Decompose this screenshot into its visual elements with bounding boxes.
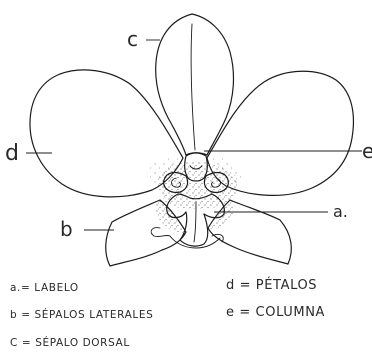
labellum-tendril-left [151,228,170,237]
label-b: b [60,217,73,241]
label-c: c [127,27,138,51]
legend-d: d = PÉTALOS [226,277,317,293]
label-a: a. [333,202,348,221]
legend: a.= LABELO b = SÉPALOS LATERALES C = SÉP… [10,277,325,349]
legend-c: C = SÉPALO DORSAL [10,336,130,349]
label-d: d [5,141,19,166]
legend-e: e = COLUMNA [226,305,325,320]
dorsal-sepal-vein [191,24,195,150]
dorsal-sepal [156,14,234,155]
legend-b: b = SÉPALOS LATERALES [10,308,153,321]
legend-a: a.= LABELO [10,282,79,294]
left-lateral-sepal [106,200,186,266]
right-lateral-sepal [208,200,291,264]
label-e: e [362,139,372,163]
